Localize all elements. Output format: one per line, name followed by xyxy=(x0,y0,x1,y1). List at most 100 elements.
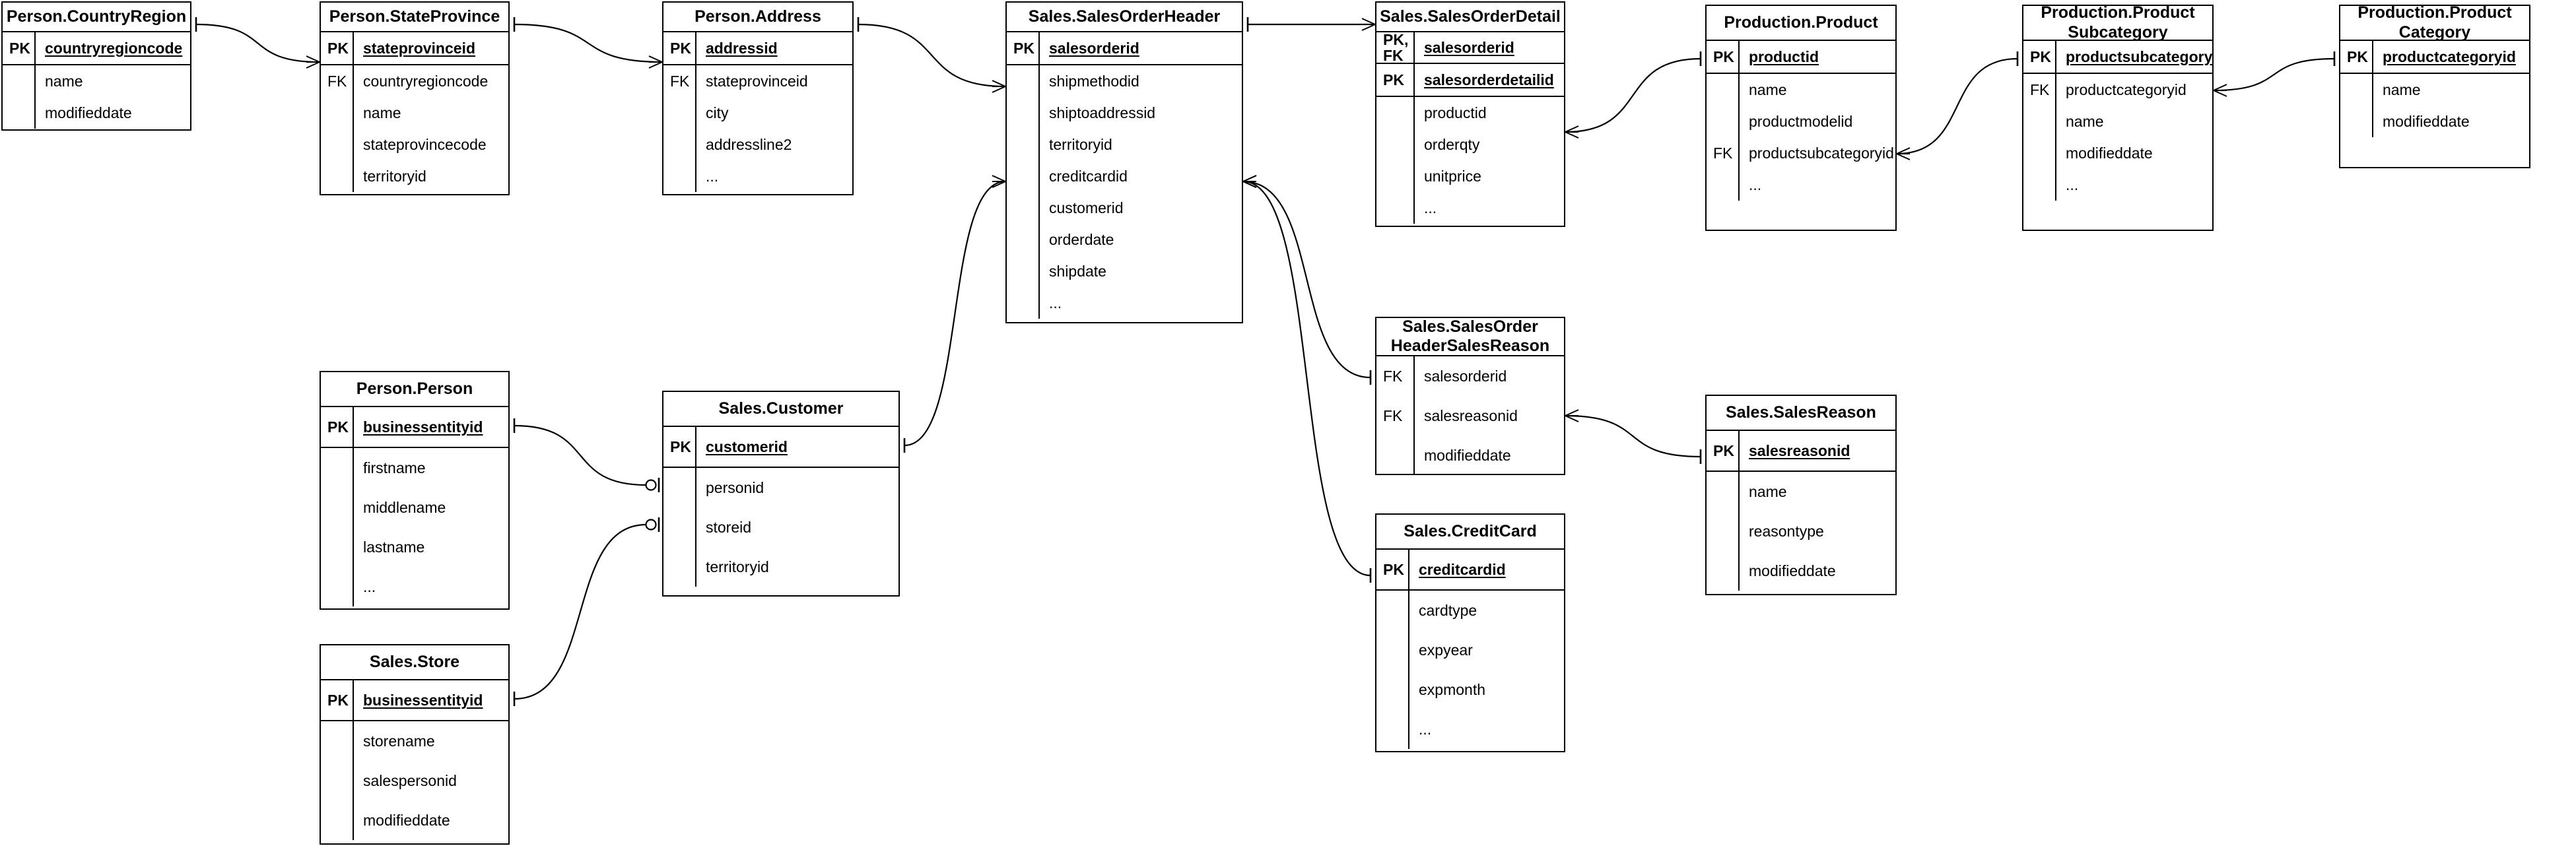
attribute-row[interactable]: productmodelid xyxy=(1707,106,1895,137)
attribute-row[interactable]: shiptoaddressid xyxy=(1007,97,1242,129)
entity-title: Sales.SalesOrder HeaderSalesReason xyxy=(1376,317,1564,356)
attribute-name: productmodelid xyxy=(1749,112,1853,130)
attribute-row[interactable]: name xyxy=(321,97,508,129)
attribute-row[interactable]: ... xyxy=(1376,192,1564,224)
attribute-row[interactable]: modifieddate xyxy=(1707,551,1895,591)
attribute-row[interactable]: storename xyxy=(321,721,508,761)
attribute-row[interactable]: expmonth xyxy=(1376,670,1564,709)
attribute-row[interactable]: territoryid xyxy=(321,160,508,192)
attribute-row[interactable]: addressline2 xyxy=(663,129,852,160)
key-label: PK xyxy=(321,680,354,720)
attribute-row[interactable]: name xyxy=(2340,74,2529,106)
attribute-row[interactable]: cardtype xyxy=(1376,591,1564,630)
key-label: FK xyxy=(1707,137,1740,169)
attribute-row[interactable]: ... xyxy=(321,567,508,606)
attribute-name: storeid xyxy=(706,518,752,536)
attribute-row[interactable]: name xyxy=(3,65,190,97)
attribute-row[interactable]: modifieddate xyxy=(3,97,190,129)
attribute-row[interactable]: firstname xyxy=(321,448,508,488)
attribute-row[interactable]: ... xyxy=(1007,287,1242,319)
attribute-row[interactable]: city xyxy=(663,97,852,129)
attributes-section: personid storeid territoryid xyxy=(663,468,898,587)
attribute-row[interactable]: name xyxy=(2023,106,2212,137)
key-label: PK xyxy=(321,407,354,447)
attribute-name: modifieddate xyxy=(1424,446,1511,464)
attribute-row[interactable]: ... xyxy=(2023,169,2212,201)
attribute-row[interactable]: orderqty xyxy=(1376,129,1564,160)
attribute-row[interactable]: ... xyxy=(1707,169,1895,201)
attribute-row[interactable]: territoryid xyxy=(1007,129,1242,160)
attribute-name: expmonth xyxy=(1419,680,1486,698)
attribute-row[interactable]: ... xyxy=(663,160,852,192)
attribute-row[interactable]: reasontype xyxy=(1707,511,1895,551)
attribute-row[interactable]: modifieddate xyxy=(2023,137,2212,169)
attribute-row[interactable]: expyear xyxy=(1376,630,1564,670)
attribute-row[interactable]: orderdate xyxy=(1007,224,1242,255)
attribute-row[interactable]: modifieddate xyxy=(1376,436,1564,475)
attribute-row[interactable]: productid xyxy=(1376,97,1564,129)
attribute-row[interactable]: middlename xyxy=(321,488,508,527)
attribute-row[interactable]: creditcardid xyxy=(1007,160,1242,192)
attribute-row[interactable]: unitprice xyxy=(1376,160,1564,192)
relationship-address-salesorderheader xyxy=(857,17,1006,93)
attribute-row[interactable]: name xyxy=(1707,472,1895,511)
attribute-row[interactable]: personid xyxy=(663,468,898,507)
attribute-row[interactable]: territoryid xyxy=(663,547,898,587)
attribute-row[interactable]: lastname xyxy=(321,527,508,567)
attribute-name: ... xyxy=(2066,176,2079,193)
attribute-row[interactable]: stateprovincecode xyxy=(321,129,508,160)
attribute-name: storename xyxy=(363,732,435,750)
relationship-salesorderheader-creditcard xyxy=(1242,175,1372,583)
attribute-row[interactable]: shipdate xyxy=(1007,255,1242,287)
attribute-row[interactable]: modifieddate xyxy=(321,800,508,840)
attribute-row[interactable]: modifieddate xyxy=(2340,106,2529,137)
attribute-row[interactable]: salespersonid xyxy=(321,761,508,800)
entity-title: Production.Product xyxy=(1707,6,1895,41)
key-label xyxy=(1007,287,1040,319)
attribute-row[interactable]: name xyxy=(1707,74,1895,106)
attribute-row[interactable]: shipmethodid xyxy=(1007,65,1242,97)
attribute-row[interactable]: customerid xyxy=(1007,192,1242,224)
attribute-name: modifieddate xyxy=(2066,144,2153,162)
attribute-row[interactable]: storeid xyxy=(663,507,898,547)
attribute-row[interactable]: ... xyxy=(1376,709,1564,749)
key-label xyxy=(3,65,36,97)
